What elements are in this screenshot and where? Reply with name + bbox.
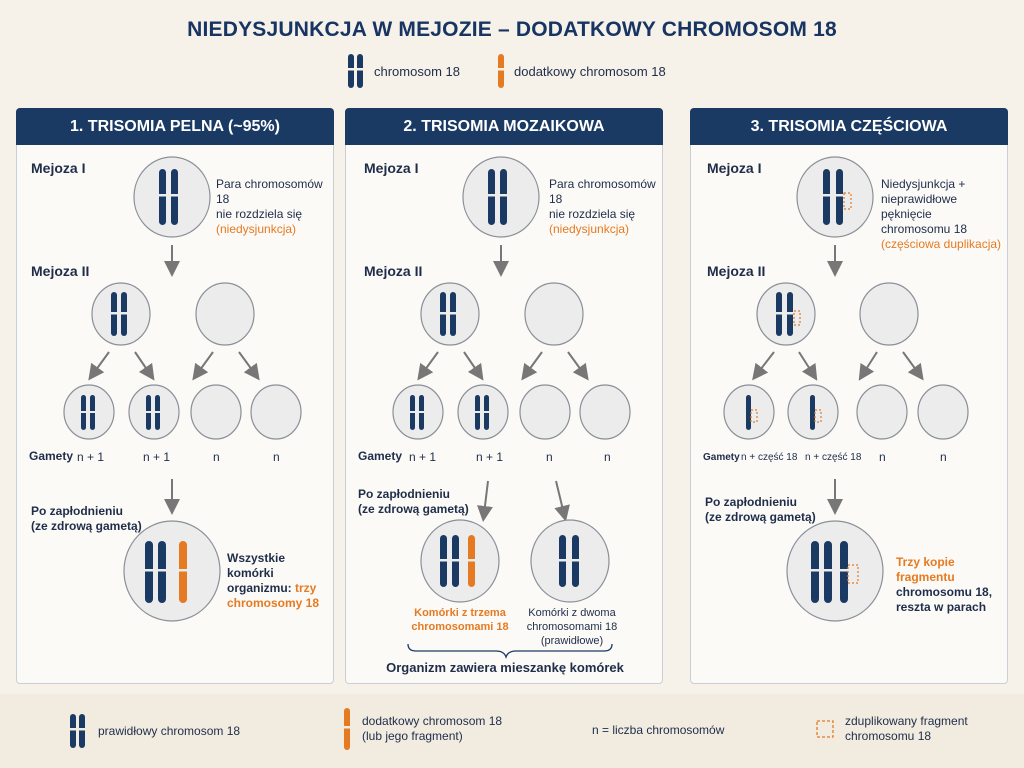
gamete-cell (250, 384, 302, 440)
panel-mosaic-trisomy: 2. TRISOMIA MOZAIKOWA (345, 108, 663, 684)
normal-cell-label: Komórki z dwoma chromosomami 18 (prawidł… (526, 607, 618, 647)
gametes-label: Gamety (703, 452, 740, 463)
orange-chromosome-icon (343, 708, 351, 750)
panel-1-header: 1. TRISOMIA PELNA (~95%) (16, 108, 334, 145)
page-title: NIEDYSJUNKCJA W MEJOZIE – DODATKOWY CHRO… (187, 18, 837, 41)
trisomic-cell-label: Komórki z trzema chromosomami 18 (411, 607, 509, 633)
gamete-count: n (213, 450, 220, 464)
gamete-count: n + 1 (143, 450, 171, 464)
footer-legend: prawidłowy chromosom 18 dodatkowy chromo… (0, 694, 1024, 768)
gamete-count: n + część 18 (741, 452, 798, 463)
panel-3-diagram (723, 156, 969, 622)
footer-extra: dodatkowy chromosom 18(lub jego fragment… (342, 708, 502, 750)
gamete-count: n (546, 450, 553, 464)
fertilization-label: Po zapłodnieniu (ze zdrową gametą) (31, 504, 142, 533)
legend-normal-label: chromosom 18 (374, 63, 460, 79)
nondisjunction-note: Para chromosomów 18 nie rozdziela się (n… (549, 177, 656, 236)
gamete-cell (917, 384, 969, 440)
duplicated-fragment-marker (793, 310, 801, 326)
footer-normal: prawidłowy chromosom 18 (68, 714, 240, 748)
meiosis2-cell-right (195, 282, 255, 346)
grouping-brace (407, 643, 613, 660)
gametes-label: Gamety (358, 449, 403, 463)
duplicated-fragment-marker (847, 564, 859, 584)
meiosis2-cell-right (859, 282, 919, 346)
gamete-cell (190, 384, 242, 440)
fertilization-label: Po zapłodnieniu (ze zdrową gametą) (358, 487, 469, 516)
top-legend: chromosom 18 dodatkowy chromosom 18 (0, 54, 1024, 90)
legend-extra-label: dodatkowy chromosom 18 (514, 63, 666, 79)
meiosis2-label: Mejoza II (31, 263, 90, 279)
panel-1-diagram (63, 156, 302, 622)
panel-2-diagram (392, 156, 631, 660)
gamete-cell (519, 384, 571, 440)
mosaic-summary: Organizm zawiera mieszankę komórek (386, 660, 624, 675)
gamete-count: n (940, 450, 947, 464)
nondisjunction-note: Niedysjunkcja + nieprawidłowe pęknięcie … (881, 177, 1002, 251)
panel-2-header: 2. TRISOMIA MOZAIKOWA (345, 108, 663, 145)
gamete-count: n + 1 (409, 450, 437, 464)
legend-normal: chromosom 18 (346, 54, 460, 88)
gamete-count: n (604, 450, 611, 464)
meiosis2-label: Mejoza II (707, 263, 766, 279)
panel-3-header: 3. TRISOMIA CZĘŚCIOWA (690, 108, 1008, 145)
gamete-cell (856, 384, 908, 440)
orange-chromosome-icon (497, 54, 505, 88)
meiosis1-label: Mejoza I (364, 160, 419, 176)
meiosis2-cell-right (524, 282, 584, 346)
chromosome-pair (159, 169, 178, 225)
blue-chromosome-icon (69, 714, 86, 748)
result-note: Trzy kopie fragmentu chromosomu 18, resz… (896, 555, 993, 614)
legend-extra: dodatkowy chromosom 18 (496, 54, 666, 88)
meiosis1-cell (796, 156, 874, 238)
gamete-count: n + część 18 (805, 452, 862, 463)
blue-chromosome-icon (347, 54, 364, 88)
nondisjunction-note: Para chromosomów 18 nie rozdziela się (n… (216, 177, 323, 236)
gamete-count: n (273, 450, 280, 464)
panel-partial-trisomy: 3. TRISOMIA CZĘŚCIOWA Mejoza I Ni (690, 108, 1008, 684)
duplicated-fragment-marker (750, 409, 758, 423)
meiosis1-label: Mejoza I (707, 160, 762, 176)
gamete-cell (579, 384, 631, 440)
gamete-count: n (879, 450, 886, 464)
meiosis1-label: Mejoza I (31, 160, 86, 176)
duplicated-fragment-marker (843, 192, 852, 210)
meiosis2-label: Mejoza II (364, 263, 423, 279)
panel-full-trisomy: 1. TRISOMIA PELNA (~95%) (16, 108, 334, 684)
dashed-box-icon (816, 720, 834, 738)
footer-n-definition: n = liczba chromosomów (592, 723, 725, 737)
result-note: Wszystkie komórki organizmu: trzy chromo… (227, 551, 320, 610)
gamete-count: n + 1 (476, 450, 504, 464)
gametes-label: Gamety (29, 449, 74, 463)
duplicated-fragment-marker (814, 409, 822, 423)
gamete-count: n + 1 (77, 450, 105, 464)
fertilization-label: Po zapłodnieniu (ze zdrową gametą) (705, 495, 816, 524)
